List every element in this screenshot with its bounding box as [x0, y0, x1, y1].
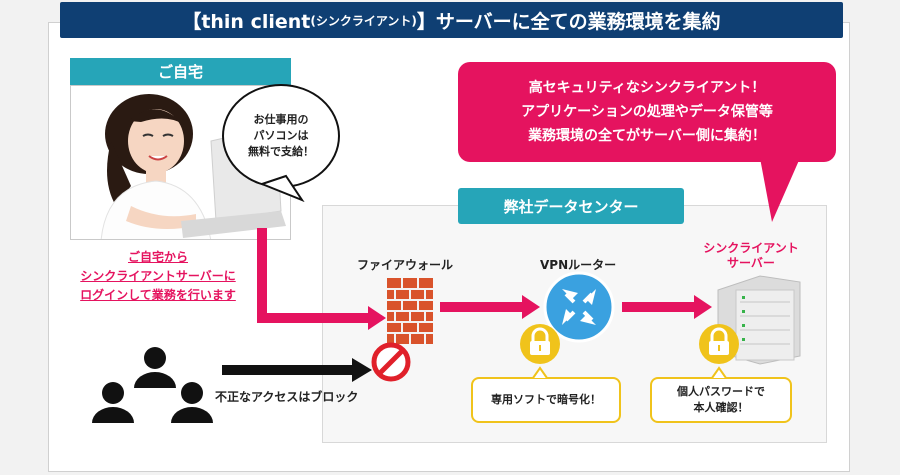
speech-line: 無料で支給！ [248, 145, 314, 158]
firewall-icon [387, 278, 433, 344]
page-title: 【thin client(シンクライアント)】サーバーに全ての業務環境を集約 [60, 2, 843, 38]
block-text: 不正なアクセスはブロック [215, 390, 359, 404]
title-paren: (シンクライアント) [310, 13, 417, 28]
caption-line: シンクライアントサーバーに [80, 269, 236, 283]
home-to-firewall-line [257, 228, 370, 323]
speech-bubble-tail [259, 174, 305, 203]
speech-line: パソコンは [253, 129, 309, 142]
server-note-line: 個人パスワードで [677, 385, 765, 398]
datacenter-label: 弊社データセンター [458, 188, 684, 224]
home-caption: ご自宅から シンクライアントサーバーに ログインして業務を行います [56, 248, 260, 305]
vpn-encryption-note: 専用ソフトで暗号化！ [471, 377, 621, 423]
lock-icon [699, 324, 739, 364]
caption-line: ご自宅から [127, 250, 188, 264]
highlight-line: アプリケーションの処理やデータ保管等 [521, 104, 773, 120]
arrow-head-icon [352, 358, 372, 382]
title-prefix: 【thin client [182, 10, 311, 33]
prohibited-icon [371, 342, 411, 382]
arrow-head-icon [522, 295, 540, 319]
vpn-router-icon [543, 271, 615, 343]
arrow-head-icon [694, 295, 712, 319]
vpn-router-label: VPNルーター [540, 258, 617, 272]
users-group-icon [92, 347, 213, 423]
server-label-line: シンクライアント [703, 241, 799, 255]
speech-line: お仕事用の [253, 113, 309, 126]
vpn-note-text: 専用ソフトで暗号化！ [491, 393, 601, 406]
caption-line: ログインして業務を行います [80, 288, 236, 302]
server-note-line: 本人確認！ [693, 401, 749, 414]
arrow-head-icon [368, 306, 386, 330]
home-label: ご自宅 [70, 58, 291, 85]
highlight-line: 業務環境の全てがサーバー側に集約！ [528, 128, 766, 144]
server-label-line: サーバー [727, 256, 775, 270]
callout-pointer [711, 366, 727, 379]
title-suffix: 】サーバーに全ての業務環境を集約 [416, 10, 721, 33]
lock-icon [520, 324, 560, 364]
highlight-bubble-tail [760, 158, 800, 222]
callout-pointer [532, 366, 548, 379]
firewall-label: ファイアウォール [357, 258, 454, 272]
highlight-line: 高セキュリティなシンクライアント！ [528, 80, 766, 96]
server-label: シンクライアント サーバー [686, 241, 816, 271]
highlight-bubble: 高セキュリティなシンクライアント！ アプリケーションの処理やデータ保管等 業務環… [458, 62, 836, 162]
